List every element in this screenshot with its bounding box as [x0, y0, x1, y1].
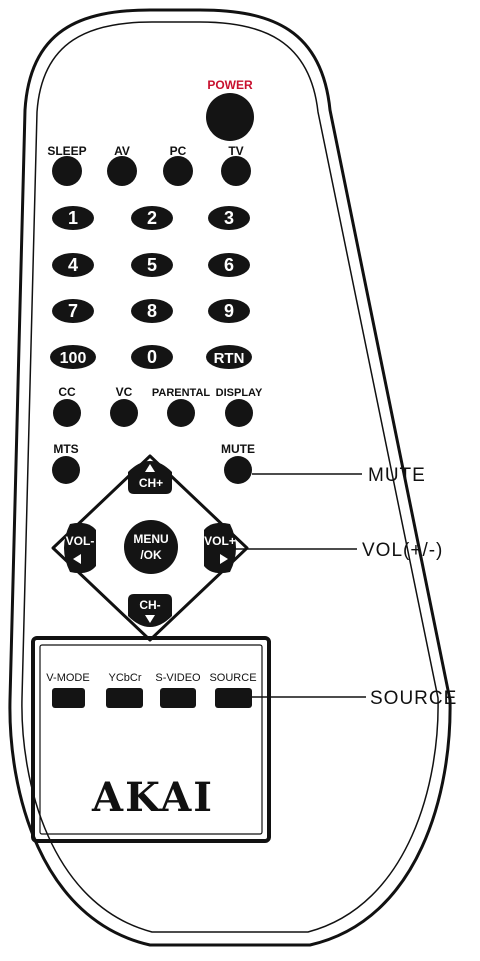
vol-up-label: VOL+: [204, 534, 236, 548]
mts-button[interactable]: [52, 456, 80, 484]
key-8-label: 8: [147, 301, 157, 321]
ch-up-label: CH+: [139, 476, 163, 490]
remote-body-inner-outline: [21, 21, 439, 933]
key-3-label: 3: [224, 208, 234, 228]
vol-down-arrow-icon: [73, 554, 81, 564]
menu-ok-label-line1: MENU: [133, 532, 168, 546]
key-7[interactable]: [52, 299, 94, 323]
ch-down-label: CH-: [139, 598, 160, 612]
key-1[interactable]: [52, 206, 94, 230]
ycbcr-label: YCbCr: [108, 672, 141, 684]
source-label: SOURCE: [209, 672, 256, 684]
vol-callout-label: VOL(+/-): [362, 540, 443, 561]
mute-label: MUTE: [221, 442, 255, 456]
vol-up-arrow-icon: [220, 554, 228, 564]
key-2-label: 2: [147, 208, 157, 228]
mute-button[interactable]: [224, 456, 252, 484]
key-0[interactable]: [131, 345, 173, 369]
display-button[interactable]: [225, 399, 253, 427]
key-4[interactable]: [52, 253, 94, 277]
av-label: AV: [114, 144, 130, 158]
key-8[interactable]: [131, 299, 173, 323]
key-1-label: 1: [68, 208, 78, 228]
menu-ok-label-line2: /OK: [140, 548, 162, 562]
svideo-button[interactable]: [160, 688, 196, 708]
sleep-button[interactable]: [52, 156, 82, 186]
vc-label: VC: [116, 385, 133, 399]
cc-label: CC: [58, 385, 76, 399]
sleep-label: SLEEP: [47, 144, 86, 158]
source-button[interactable]: [215, 688, 252, 708]
parental-button[interactable]: [167, 399, 195, 427]
tv-label: TV: [228, 144, 243, 158]
key-9-label: 9: [224, 301, 234, 321]
vol-up-button[interactable]: [204, 522, 236, 574]
svideo-label: S-VIDEO: [155, 672, 201, 684]
vol-down-label: VOL-: [66, 534, 95, 548]
ch-down-arrow-icon: [145, 615, 155, 623]
av-button[interactable]: [107, 156, 137, 186]
source-callout-label: SOURCE: [370, 688, 457, 709]
vmode-label: V-MODE: [46, 672, 89, 684]
key-6[interactable]: [208, 253, 250, 277]
vol-down-button[interactable]: [64, 522, 96, 574]
ch-up-button[interactable]: [128, 461, 172, 494]
source-panel-inner: [39, 644, 263, 835]
key-0-label: 0: [147, 347, 157, 367]
key-2[interactable]: [131, 206, 173, 230]
menu-ok-button[interactable]: [124, 520, 178, 574]
key-rtn[interactable]: [206, 345, 252, 369]
power-label: POWER: [207, 78, 253, 92]
brand-logo: AKAI: [91, 774, 214, 821]
source-panel: [31, 636, 271, 843]
tv-button[interactable]: [221, 156, 251, 186]
power-button[interactable]: [206, 93, 254, 141]
display-label: DISPLAY: [216, 387, 263, 399]
mts-label: MTS: [53, 442, 78, 456]
key-100[interactable]: [50, 345, 96, 369]
key-rtn-label: RTN: [214, 350, 245, 367]
mute-callout-label: MUTE: [368, 465, 426, 486]
key-6-label: 6: [224, 255, 234, 275]
ch-down-button[interactable]: [128, 594, 172, 627]
ch-up-arrow-icon: [145, 464, 155, 472]
cc-button[interactable]: [53, 399, 81, 427]
pc-label: PC: [170, 144, 187, 158]
key-5-label: 5: [147, 255, 157, 275]
vc-button[interactable]: [110, 399, 138, 427]
key-3[interactable]: [208, 206, 250, 230]
vmode-button[interactable]: [52, 688, 85, 708]
key-5[interactable]: [131, 253, 173, 277]
ycbcr-button[interactable]: [106, 688, 143, 708]
key-100-label: 100: [60, 350, 87, 367]
pc-button[interactable]: [163, 156, 193, 186]
key-4-label: 4: [68, 255, 78, 275]
key-9[interactable]: [208, 299, 250, 323]
parental-label: PARENTAL: [152, 387, 211, 399]
key-7-label: 7: [68, 301, 78, 321]
